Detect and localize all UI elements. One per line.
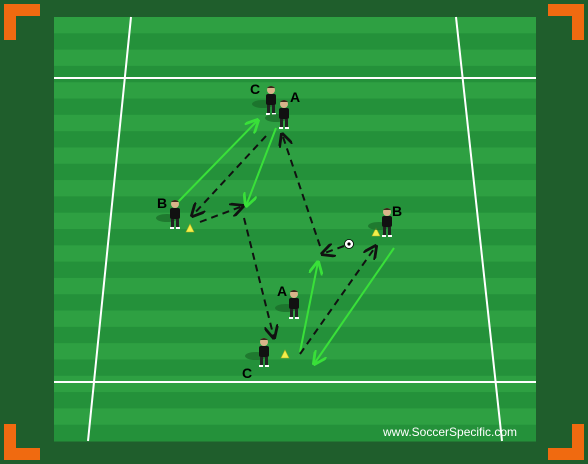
pitch-stripe <box>54 424 536 442</box>
corner-top-left-icon <box>4 4 40 40</box>
label-b-left: B <box>157 195 167 211</box>
pitch-stripe <box>54 147 536 165</box>
cone-icon <box>185 223 195 233</box>
cones <box>185 223 381 359</box>
run-arrow <box>199 206 243 223</box>
pitch-stripe <box>54 392 536 409</box>
run-arrow <box>322 246 345 254</box>
corner-markers <box>4 4 584 460</box>
run-arrow <box>299 246 376 355</box>
pitch-stripe <box>54 17 536 34</box>
pitch-stripe <box>54 180 536 197</box>
run-arrow <box>282 134 321 247</box>
pitch-stripe <box>54 98 536 116</box>
pitch-stripe <box>54 212 536 230</box>
label-c-top: C <box>250 81 260 97</box>
corner-bottom-right-icon <box>548 424 584 460</box>
run-arrows <box>192 134 376 355</box>
pitch <box>54 17 536 442</box>
pitch-stripe <box>54 245 536 263</box>
pitch-stripe <box>54 408 536 426</box>
pitch-stripe <box>54 375 536 393</box>
pitch-stripe <box>54 229 536 246</box>
cone-icon <box>371 227 381 237</box>
pitch-stripe <box>54 343 536 360</box>
pitch-stripe <box>54 33 536 51</box>
pass-arrow <box>246 127 277 206</box>
pass-arrow <box>314 247 395 364</box>
soccer-ball-icon <box>344 239 354 249</box>
pitch-stripe <box>54 49 536 67</box>
pitch-stripe <box>54 131 536 148</box>
pitch-stripe <box>54 277 536 295</box>
label-a-top: A <box>290 89 300 105</box>
left-touchline <box>87 16 132 442</box>
label-a-bottom: A <box>277 283 287 299</box>
label-c-bottom: C <box>242 365 252 381</box>
pitch-stripe <box>54 82 536 100</box>
pass-arrow <box>177 120 258 203</box>
pass-arrow <box>299 262 318 353</box>
pitch-stripe <box>54 261 536 279</box>
run-arrow <box>192 135 267 216</box>
pitch-stripe <box>54 326 536 344</box>
pass-arrows <box>177 120 395 364</box>
cone-icon <box>280 349 290 359</box>
corner-bottom-left-icon <box>4 424 40 460</box>
right-touchline <box>455 16 503 442</box>
run-arrow <box>243 217 274 338</box>
pitch-stripe <box>54 196 536 214</box>
label-b-right: B <box>392 203 402 219</box>
field-lines <box>54 16 536 442</box>
watermark: www.SoccerSpecific.com <box>382 425 517 439</box>
pitch-stripe <box>54 114 536 132</box>
corner-top-right-icon <box>548 4 584 40</box>
pitch-stripe <box>54 359 536 377</box>
